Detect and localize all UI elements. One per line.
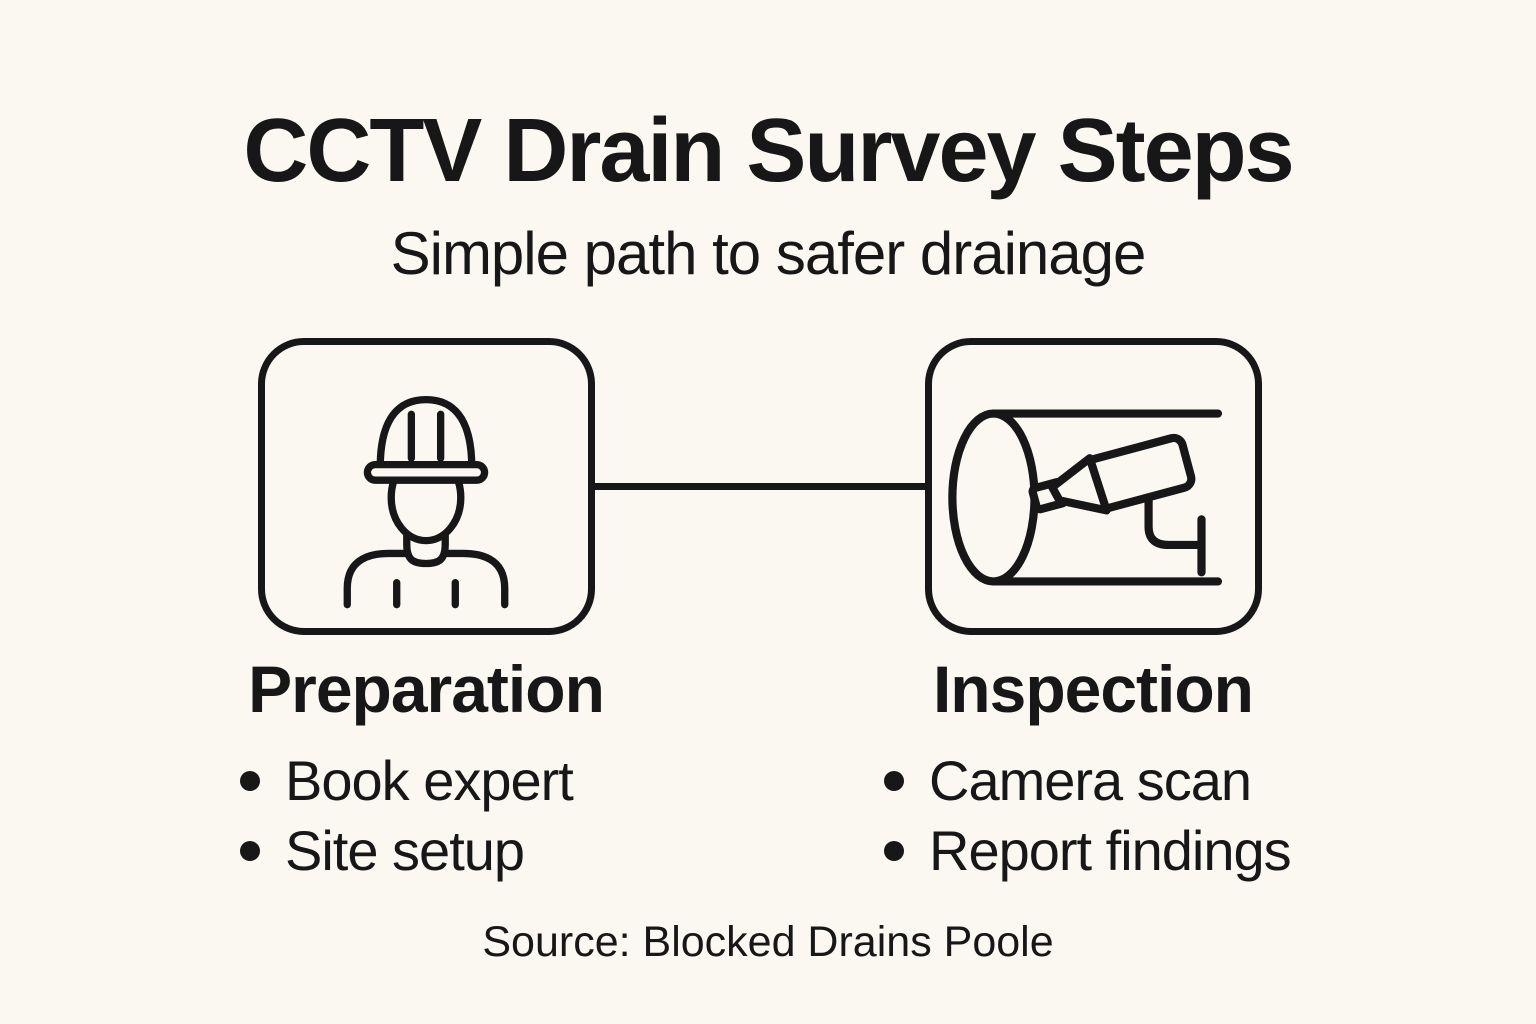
bullet-text: Site setup [285, 819, 525, 882]
connector-line [595, 483, 925, 490]
bullet-text: Camera scan [929, 749, 1252, 812]
list-item: Site setup [240, 816, 573, 886]
bullet-dot-icon [884, 841, 904, 861]
page-subtitle: Simple path to safer drainage [390, 220, 1147, 287]
list-item: Report findings [884, 816, 1292, 886]
list-item: Book expert [240, 746, 574, 816]
preparation-step-box [258, 338, 595, 635]
list-item: Camera scan [884, 746, 1291, 816]
preparation-bullet-list: Book expert Site setup [240, 746, 574, 886]
page-title: CCTV Drain Survey Steps [243, 101, 1294, 201]
bullet-text: Report findings [929, 819, 1292, 882]
cctv-pipe-camera-icon [948, 409, 1223, 586]
worker-hard-hat-icon [343, 395, 509, 609]
source-credit: Source: Blocked Drains Poole [482, 918, 1054, 966]
inspection-label: Inspection [932, 652, 1254, 726]
bullet-dot-icon [240, 771, 260, 791]
preparation-label: Preparation [248, 652, 605, 726]
inspection-bullet-list: Camera scan Report findings [884, 746, 1292, 886]
bullet-dot-icon [884, 771, 904, 791]
bullet-text: Book expert [285, 749, 574, 812]
bullet-dot-icon [240, 841, 260, 861]
inspection-step-box [925, 338, 1262, 635]
